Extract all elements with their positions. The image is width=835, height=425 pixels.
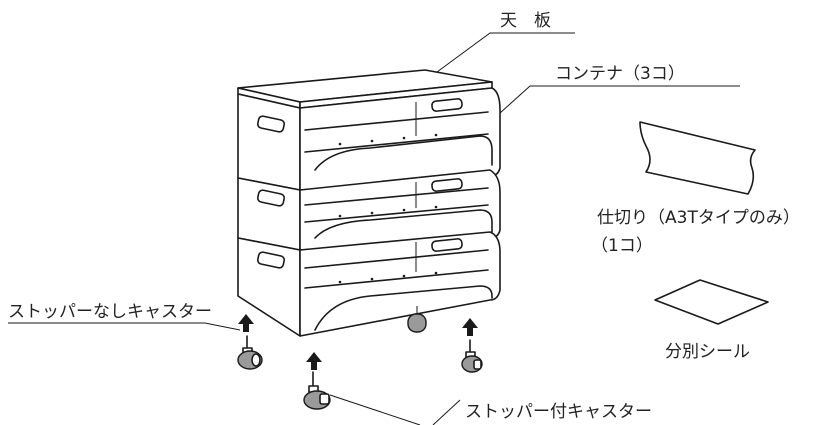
divider-label: 仕切り（A3Tタイプのみ） <box>597 208 800 228</box>
container-stack <box>237 87 501 337</box>
container-middle <box>237 169 501 251</box>
arrow-left <box>238 314 254 332</box>
arrows <box>238 314 478 370</box>
leader-lines <box>8 32 740 425</box>
caster-no-stopper-leader <box>8 322 241 331</box>
caster-with-stopper-front <box>303 371 331 410</box>
caster-with-stopper-leader-right <box>432 399 461 425</box>
caster-with-stopper-label: ストッパー付キャスター <box>465 402 652 422</box>
top-board-shape <box>237 69 493 109</box>
divider-panel <box>639 121 756 195</box>
caster-no-stopper-label: ストッパーなしキャスター <box>8 302 212 322</box>
divider-count-label: （1コ） <box>591 236 653 256</box>
container-label: コンテナ（3コ） <box>555 64 685 84</box>
caster-with-stopper-leader-left <box>329 394 421 425</box>
arrow-right <box>462 318 478 336</box>
top-board-label: 天 板 <box>500 11 551 31</box>
arrow-front <box>306 352 322 370</box>
installed-caster <box>407 306 427 333</box>
sticker-label: 分別シール <box>665 342 750 362</box>
container-leader <box>489 85 740 123</box>
top-board-leader <box>436 32 575 73</box>
container-top <box>237 87 501 191</box>
container-bottom <box>237 231 501 337</box>
caster-no-stopper <box>237 335 263 370</box>
caster-with-stopper-right <box>461 339 483 373</box>
sorting-sticker <box>654 279 769 325</box>
